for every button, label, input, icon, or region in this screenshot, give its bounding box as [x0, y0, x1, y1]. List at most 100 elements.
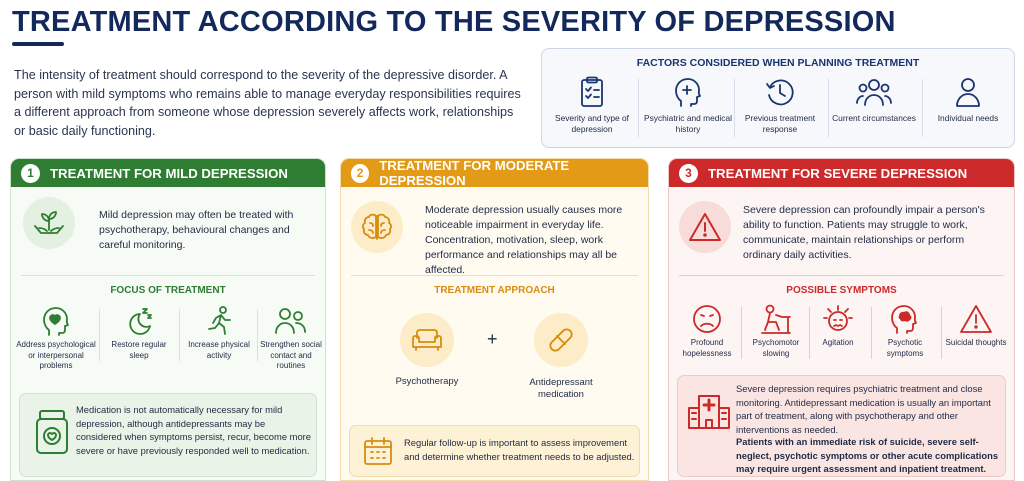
agitated-head-icon	[823, 305, 853, 331]
severe-treatment-note: Severe depression requires psychiatric t…	[677, 375, 1006, 477]
section-divider	[679, 275, 1004, 276]
factor-label: Current circumstances	[832, 113, 916, 123]
moderate-note-text: Regular follow-up is important to assess…	[404, 437, 635, 462]
factor-divider	[638, 79, 639, 137]
brain-icon	[351, 201, 403, 253]
mild-card-body: Mild depression may often be treated wit…	[11, 187, 325, 480]
severe-card-title: TREATMENT FOR SEVERE DEPRESSION	[708, 165, 968, 181]
mild-note-text: Medication is not automatically necessar…	[76, 404, 311, 456]
item-divider	[871, 307, 872, 359]
focus-label: Address psychological or interpersonal p…	[16, 340, 96, 370]
approach-title: TREATMENT APPROACH	[434, 285, 555, 296]
focus-item-activity: Increase physical activity	[183, 305, 255, 361]
factor-severity: Severity and type of depression	[550, 75, 634, 143]
medicine-jar-icon	[36, 410, 68, 454]
focus-item-sleep: Restore regular sleep	[103, 305, 175, 361]
symptom-label: Psychomotor slowing	[752, 338, 800, 358]
head-medical-cross-icon	[675, 78, 701, 107]
people-group-icon	[856, 79, 892, 106]
moderate-followup-note: Regular follow-up is important to assess…	[349, 425, 640, 477]
symptom-label: Psychotic symptoms	[886, 338, 924, 358]
section-divider	[351, 275, 638, 276]
head-brain-icon	[891, 305, 917, 334]
section-divider	[21, 275, 315, 276]
focus-item-psychological: Address psychological or interpersonal p…	[15, 305, 97, 372]
severe-card-body: Severe depression can profoundly impair …	[669, 187, 1014, 480]
step-number: 1	[21, 163, 40, 183]
intro-paragraph: The intensity of treatment should corres…	[14, 68, 521, 138]
item-divider	[99, 309, 100, 361]
factor-previous: Previous treatment response	[738, 75, 822, 143]
step-number: 3	[679, 163, 698, 183]
clipboard-checklist-icon	[581, 76, 603, 107]
focus-title: FOCUS OF TREATMENT	[110, 285, 226, 296]
factor-needs: Individual needs	[926, 75, 1010, 143]
item-divider	[809, 307, 810, 359]
mild-card-title: TREATMENT FOR MILD DEPRESSION	[50, 165, 288, 181]
symptom-label: Suicidal thoughts	[945, 338, 1007, 347]
plant-hands-icon	[23, 197, 75, 249]
factor-label: Psychiatric and medical history	[644, 113, 732, 134]
history-clock-icon	[766, 79, 794, 106]
factor-label: Severity and type of depression	[554, 113, 630, 134]
plus-sign: +	[487, 329, 498, 349]
mild-medication-note: Medication is not automatically necessar…	[19, 393, 317, 477]
warning-icon	[679, 201, 731, 253]
moon-sleep-icon	[129, 308, 152, 335]
severe-note-text: Severe depression requires psychiatric t…	[736, 383, 991, 435]
symptom-psychotic: Psychotic symptoms	[873, 303, 937, 359]
symptom-hopelessness: Profound hopelessness	[675, 303, 739, 359]
symptom-label: Agitation	[822, 338, 854, 347]
severe-treatment-card: 3 TREATMENT FOR SEVERE DEPRESSION Severe…	[668, 158, 1015, 481]
people-icon	[275, 308, 306, 334]
factor-label: Previous treatment response	[744, 113, 816, 134]
calendar-icon	[364, 437, 392, 465]
item-divider	[741, 307, 742, 359]
mild-description: Mild depression may often be treated wit…	[99, 209, 294, 251]
running-person-icon	[208, 306, 231, 335]
focus-label: Strengthen social contact and routines	[260, 340, 322, 370]
moderate-card-body: Moderate depression usually causes more …	[341, 187, 648, 480]
focus-label: Restore regular sleep	[111, 340, 167, 360]
severe-urgent-note: Patients with an immediate risk of suici…	[736, 436, 999, 474]
moderate-card-header: 2 TREATMENT FOR MODERATE DEPRESSION	[341, 158, 648, 188]
approach-label: Psychotherapy	[395, 376, 459, 387]
focus-label: Increase physical activity	[188, 340, 250, 360]
page-title: TREATMENT ACCORDING TO THE SEVERITY OF D…	[12, 6, 896, 38]
moderate-card-title: TREATMENT FOR MODERATE DEPRESSION	[379, 158, 570, 188]
focus-item-social: Strengthen social contact and routines	[255, 305, 325, 372]
couch-icon	[412, 329, 442, 351]
approach-psychotherapy: Psychotherapy	[377, 313, 477, 388]
step-number: 2	[351, 163, 370, 183]
person-at-desk-icon	[761, 304, 791, 334]
factor-label: Individual needs	[937, 113, 999, 123]
item-divider	[257, 309, 258, 361]
head-heart-icon	[43, 307, 69, 336]
title-underline	[12, 42, 64, 46]
item-divider	[179, 309, 180, 361]
item-divider	[941, 307, 942, 359]
mild-card-header: 1 TREATMENT FOR MILD DEPRESSION	[11, 159, 325, 187]
approach-medication: Antidepressant medication	[511, 313, 611, 401]
factor-circumstances: Current circumstances	[832, 75, 916, 143]
hospital-icon	[688, 395, 730, 429]
approach-label: Antidepressant medication	[529, 377, 593, 400]
factor-divider	[922, 79, 923, 137]
factors-panel: FACTORS CONSIDERED WHEN PLANNING TREATME…	[541, 48, 1015, 148]
symptom-psychomotor: Psychomotor slowing	[743, 303, 809, 359]
severe-card-header: 3 TREATMENT FOR SEVERE DEPRESSION	[669, 159, 1014, 187]
symptom-suicidal: Suicidal thoughts	[943, 303, 1009, 349]
person-icon	[956, 78, 980, 107]
capsule-icon	[549, 328, 573, 352]
symptoms-title: POSSIBLE SYMPTOMS	[786, 285, 897, 296]
mild-treatment-card: 1 TREATMENT FOR MILD DEPRESSION Mild dep…	[10, 158, 326, 481]
symptom-agitation: Agitation	[809, 303, 867, 349]
factor-history: Psychiatric and medical history	[642, 75, 734, 143]
warning-triangle-icon	[960, 305, 992, 333]
factor-divider	[828, 79, 829, 137]
severe-description: Severe depression can profoundly impair …	[743, 204, 985, 261]
moderate-description: Moderate depression usually causes more …	[425, 204, 623, 276]
factors-title: FACTORS CONSIDERED WHEN PLANNING TREATME…	[636, 57, 920, 69]
factor-divider	[734, 79, 735, 137]
moderate-treatment-card: 2 TREATMENT FOR MODERATE DEPRESSION Mode…	[340, 158, 649, 481]
